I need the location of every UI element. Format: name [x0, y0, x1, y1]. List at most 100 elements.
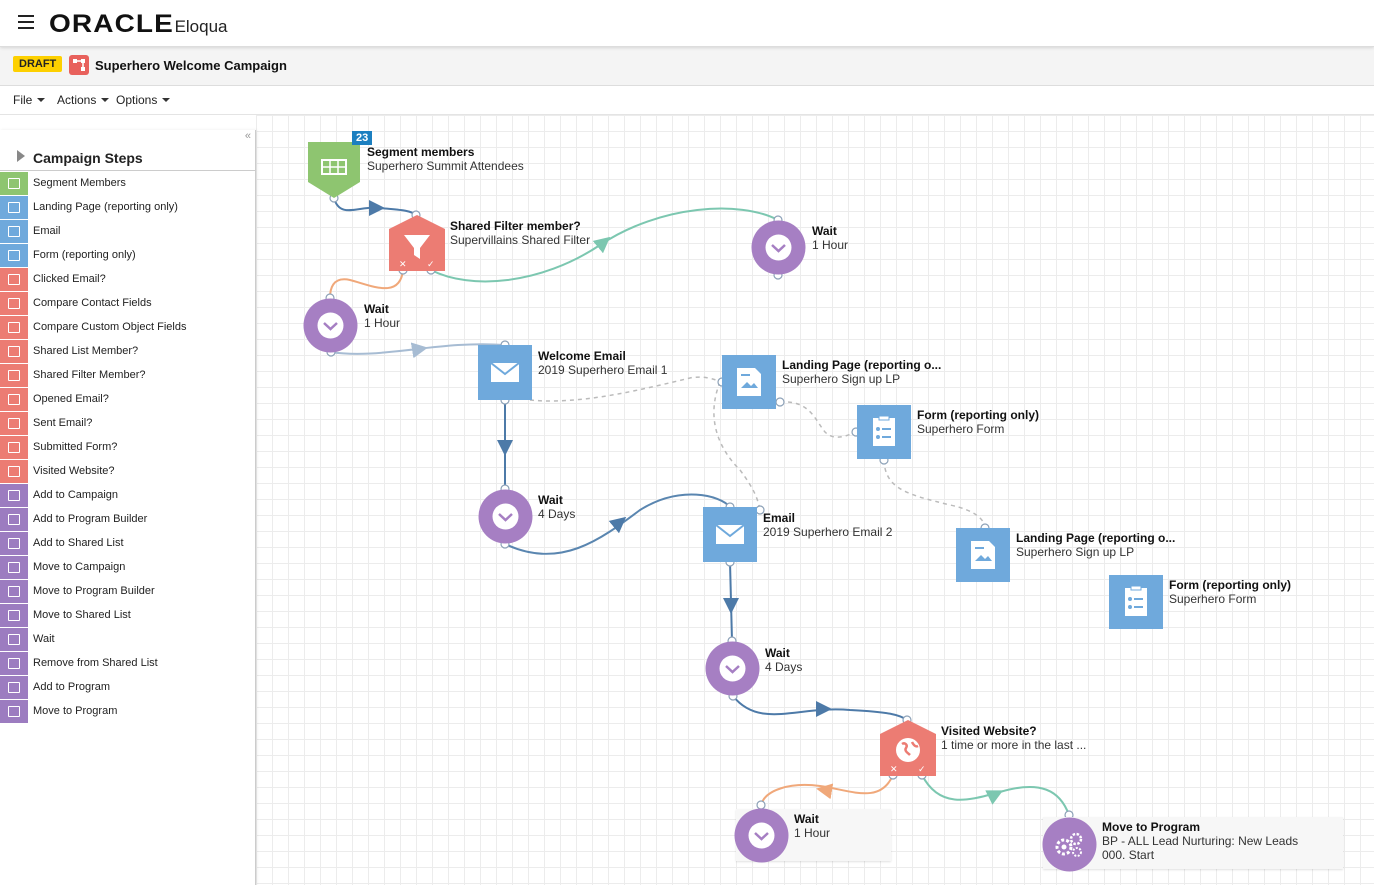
landing-page-node[interactable]	[722, 355, 776, 409]
clock-icon	[478, 489, 533, 544]
step-glyph-icon	[8, 202, 20, 213]
sidebar-step-item[interactable]: Shared Filter Member?	[0, 364, 255, 388]
step-glyph-icon	[8, 418, 20, 429]
node-subtitle-2: 000. Start	[1102, 848, 1155, 862]
actions-menu[interactable]: Actions	[57, 93, 110, 107]
sidebar-step-item[interactable]: Add to Shared List	[0, 532, 255, 556]
welcome-email-node[interactable]	[478, 345, 532, 400]
node-title: Welcome Email	[538, 349, 626, 363]
sidebar-step-label: Move to Shared List	[33, 609, 131, 621]
campaign-title: Superhero Welcome Campaign	[95, 58, 287, 73]
node-title: Wait	[765, 646, 790, 660]
node-subtitle: 4 Days	[538, 507, 576, 521]
step-type-icon	[0, 628, 28, 651]
email-icon	[715, 524, 745, 544]
sidebar-step-item[interactable]: Form (reporting only)	[0, 244, 255, 268]
sidebar-step-item[interactable]: Landing Page (reporting only)	[0, 196, 255, 220]
node-title: Form (reporting only)	[1169, 578, 1291, 592]
sidebar-step-item[interactable]: Opened Email?	[0, 388, 255, 412]
form-node-label: Form (reporting only) Superhero Form	[1169, 578, 1291, 606]
step-type-icon	[0, 676, 28, 699]
sidebar-step-item[interactable]: Compare Contact Fields	[0, 292, 255, 316]
sidebar-step-item[interactable]: Segment Members	[0, 172, 255, 196]
connector-arrow	[608, 516, 627, 534]
sidebar-step-label: Add to Program	[33, 681, 111, 693]
landing-page-node-label: Landing Page (reporting o... Superhero S…	[1016, 531, 1175, 559]
node-title: Wait	[364, 302, 389, 316]
sidebar-step-item[interactable]: Visited Website?	[0, 460, 255, 484]
sidebar-step-label: Landing Page (reporting only)	[33, 201, 178, 213]
clock-icon	[751, 220, 806, 275]
hamburger-menu-icon[interactable]	[18, 15, 34, 29]
move-to-program-node[interactable]	[1042, 817, 1097, 872]
file-menu-label: File	[13, 93, 33, 107]
campaign-title-bar: DRAFT Superhero Welcome Campaign	[0, 47, 1374, 86]
step-type-icon	[0, 604, 28, 627]
sidebar-step-item[interactable]: Add to Program	[0, 676, 255, 700]
sidebar-step-item[interactable]: Add to Campaign	[0, 484, 255, 508]
email-node[interactable]	[703, 507, 757, 562]
svg-text:✓: ✓	[427, 260, 435, 270]
reporting-link	[883, 459, 986, 529]
move-to-program-node-label: Move to Program BP - ALL Lead Nurturing:…	[1102, 820, 1298, 862]
node-subtitle: Superhero Form	[917, 422, 1005, 436]
node-title: Segment members	[367, 145, 475, 159]
sidebar-step-item[interactable]: Email	[0, 220, 255, 244]
step-type-icon	[0, 196, 28, 219]
sidebar-step-item[interactable]: Move to Program Builder	[0, 580, 255, 604]
sidebar-step-label: Email	[33, 225, 61, 237]
step-glyph-icon	[8, 322, 20, 333]
options-menu-label: Options	[116, 93, 158, 107]
step-glyph-icon	[8, 562, 20, 573]
shared-filter-node[interactable]: ✕ ✓	[389, 215, 445, 271]
sidebar-step-item[interactable]: Move to Program	[0, 700, 255, 724]
step-type-icon	[0, 364, 28, 387]
sidebar-step-item[interactable]: Move to Campaign	[0, 556, 255, 580]
step-type-icon	[0, 556, 28, 579]
sidebar-step-item[interactable]: Submitted Form?	[0, 436, 255, 460]
wait-node[interactable]	[705, 641, 760, 696]
wait-node[interactable]	[734, 808, 789, 863]
wait-node[interactable]	[303, 298, 358, 353]
step-glyph-icon	[8, 466, 20, 477]
wait-node[interactable]	[751, 220, 806, 275]
visited-website-node[interactable]: ✕ ✓	[880, 720, 936, 776]
campaign-steps-header[interactable]: Campaign Steps	[0, 142, 255, 171]
globe-icon: ✕ ✓	[880, 720, 936, 776]
sidebar-step-item[interactable]: Compare Custom Object Fields	[0, 316, 255, 340]
sidebar-step-item[interactable]: Wait	[0, 628, 255, 652]
sidebar-step-item[interactable]: Sent Email?	[0, 412, 255, 436]
node-subtitle: BP - ALL Lead Nurturing: New Leads	[1102, 834, 1299, 848]
segment-members-node[interactable]: 23	[308, 131, 373, 198]
landing-page-node[interactable]	[956, 528, 1010, 582]
sidebar-step-item[interactable]: Shared List Member?	[0, 340, 255, 364]
node-title: Wait	[538, 493, 563, 507]
visited-website-node-label: Visited Website? 1 time or more in the l…	[941, 724, 1086, 752]
shared-filter-node-label: Shared Filter member? Supervillains Shar…	[450, 219, 590, 247]
collapse-panel-icon[interactable]: «	[244, 130, 251, 142]
form-node[interactable]	[857, 405, 911, 459]
node-title: Wait	[794, 812, 819, 826]
landing-page-icon	[971, 541, 995, 569]
options-menu[interactable]: Options	[116, 93, 171, 107]
sidebar-step-item[interactable]: Remove from Shared List	[0, 652, 255, 676]
step-type-icon	[0, 340, 28, 363]
node-subtitle: Supervillains Shared Filter	[450, 233, 591, 247]
sidebar-step-label: Move to Campaign	[33, 561, 126, 573]
campaign-canvas[interactable]	[256, 115, 1374, 885]
status-badge: DRAFT	[13, 56, 63, 72]
step-glyph-icon	[8, 394, 20, 405]
wait-node[interactable]	[478, 489, 533, 544]
sidebar-step-item[interactable]: Add to Program Builder	[0, 508, 255, 532]
node-subtitle: 1 Hour	[794, 826, 831, 840]
step-glyph-icon	[8, 610, 20, 621]
sidebar-step-item[interactable]: Move to Shared List	[0, 604, 255, 628]
sidebar-step-label: Form (reporting only)	[33, 249, 136, 261]
step-type-icon	[0, 172, 28, 195]
menu-bar: File Actions Options	[0, 86, 1374, 115]
form-node[interactable]	[1109, 575, 1163, 629]
step-glyph-icon	[8, 634, 20, 645]
sidebar-step-item[interactable]: Clicked Email?	[0, 268, 255, 292]
file-menu[interactable]: File	[13, 93, 46, 107]
